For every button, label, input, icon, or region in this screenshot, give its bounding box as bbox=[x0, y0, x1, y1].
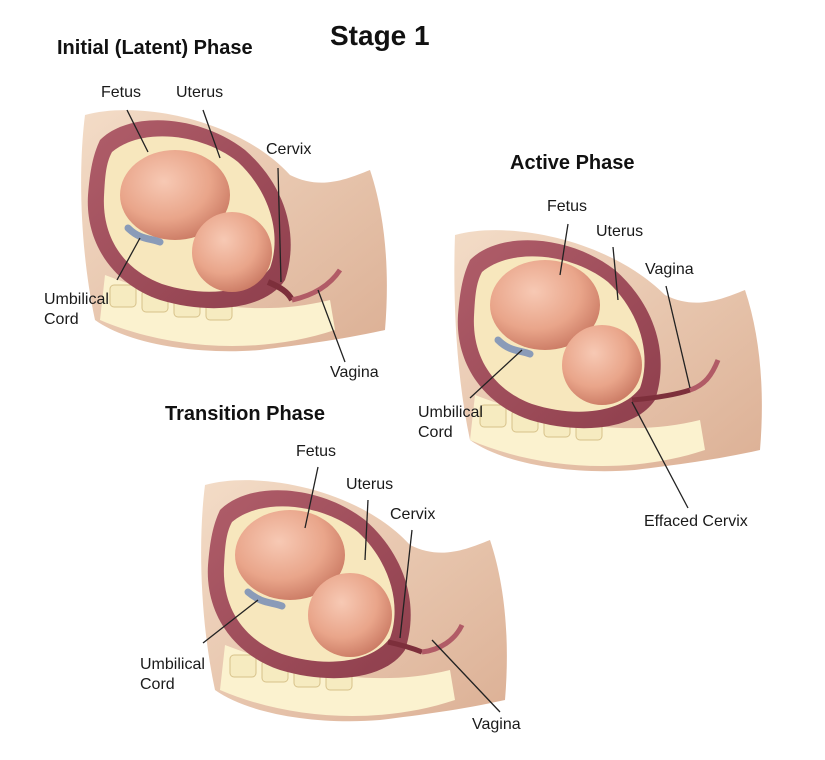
illustration-initial-phase bbox=[81, 109, 387, 363]
label-cervix: Cervix bbox=[266, 141, 312, 158]
label-umbilical-line2: Cord bbox=[140, 676, 175, 693]
fetus-body bbox=[490, 260, 600, 350]
illustration-active-phase bbox=[454, 223, 762, 509]
fetus-body bbox=[120, 150, 230, 240]
label-umbilical-cord: Umbilical Cord bbox=[44, 290, 109, 330]
label-umbilical-line1: Umbilical bbox=[44, 291, 109, 308]
label-uterus: Uterus bbox=[176, 84, 224, 101]
label-umbilical-cord: Umbilical Cord bbox=[418, 403, 483, 443]
label-uterus: Uterus bbox=[596, 223, 644, 240]
phase-title-initial: Initial (Latent) Phase bbox=[57, 37, 253, 59]
fetus-head bbox=[308, 573, 392, 657]
leader-lines-initial bbox=[116, 109, 346, 363]
label-uterus: Uterus bbox=[346, 476, 394, 493]
vagina-canal bbox=[291, 268, 343, 303]
label-fetus: Fetus bbox=[547, 198, 588, 215]
phase-title-transition: Transition Phase bbox=[165, 403, 326, 425]
label-cervix: Cervix bbox=[390, 506, 436, 523]
main-title: Stage 1 bbox=[330, 20, 430, 51]
vagina-canal bbox=[421, 623, 465, 655]
phase-title-active: Active Phase bbox=[510, 152, 635, 174]
vagina-canal bbox=[689, 359, 721, 393]
cervix bbox=[387, 639, 423, 655]
label-fetus: Fetus bbox=[101, 84, 142, 101]
label-umbilical-line2: Cord bbox=[44, 311, 79, 328]
label-umbilical-line1: Umbilical bbox=[418, 404, 483, 421]
leader-lines-active bbox=[469, 223, 691, 509]
label-effaced-cervix: Effaced Cervix bbox=[644, 513, 748, 530]
fetus-body bbox=[235, 510, 345, 600]
label-umbilical-line1: Umbilical bbox=[140, 656, 205, 673]
label-fetus: Fetus bbox=[296, 443, 337, 460]
fetus-head bbox=[192, 212, 272, 292]
illustration-transition-phase bbox=[201, 466, 507, 722]
fetus-head bbox=[562, 325, 642, 405]
label-vagina: Vagina bbox=[472, 716, 521, 733]
umbilical-cord bbox=[124, 224, 164, 246]
label-vagina: Vagina bbox=[330, 364, 379, 381]
umbilical-cord bbox=[494, 336, 534, 358]
label-vagina: Vagina bbox=[645, 261, 694, 278]
label-umbilical-cord: Umbilical Cord bbox=[140, 655, 205, 695]
cervix bbox=[266, 279, 295, 302]
label-umbilical-line2: Cord bbox=[418, 424, 453, 441]
umbilical-cord bbox=[244, 588, 286, 610]
leader-lines-transition bbox=[202, 466, 501, 713]
effaced-cervix bbox=[631, 387, 691, 403]
